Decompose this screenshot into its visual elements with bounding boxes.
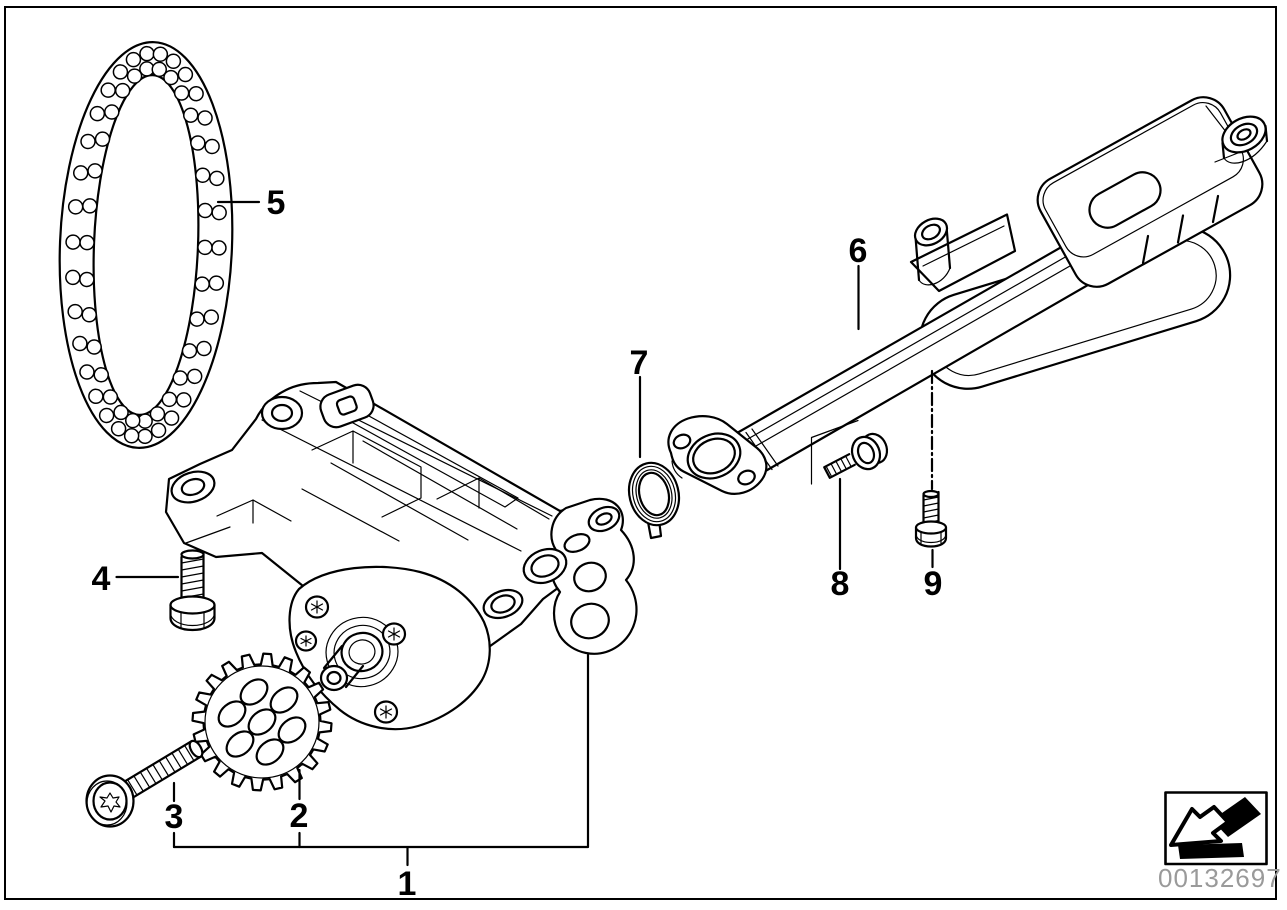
chain-roller <box>151 61 168 78</box>
chain-roller <box>88 388 104 405</box>
chain-roller <box>67 303 83 320</box>
oil-pump-part <box>164 380 638 731</box>
chain-roller <box>113 404 129 421</box>
chain-roller <box>181 343 198 359</box>
housing-screws <box>294 595 407 724</box>
suction-pipe-part <box>667 96 1269 495</box>
part-callout-8[interactable]: 8 <box>830 565 850 603</box>
chain-roller <box>137 428 153 445</box>
chain-roller <box>173 85 190 101</box>
chain-roller <box>190 135 206 151</box>
sealing-ring-part <box>627 461 681 540</box>
chain-roller <box>126 68 143 84</box>
chain-roller <box>80 133 96 150</box>
chain-roller <box>152 46 169 62</box>
direction-arrow-box <box>1164 791 1268 866</box>
part-callout-5[interactable]: 5 <box>266 184 286 222</box>
chain-roller <box>197 202 213 219</box>
chain-roller <box>194 276 210 292</box>
chain-roller <box>208 275 225 291</box>
chain-roller <box>82 198 98 214</box>
chain-roller <box>176 392 192 408</box>
part-callout-2[interactable]: 2 <box>289 797 309 835</box>
sprocket-part <box>191 652 333 792</box>
direction-arrow-icon <box>1169 797 1261 859</box>
chain-roller <box>165 53 182 70</box>
chain-roller <box>81 307 98 323</box>
chain-roller <box>194 167 211 183</box>
part-callout-6[interactable]: 6 <box>848 232 868 270</box>
chain-rollers <box>65 45 227 445</box>
part-callout-7[interactable]: 7 <box>629 344 649 382</box>
chain-roller <box>189 311 205 327</box>
chain-roller <box>72 165 89 181</box>
chain-roller <box>211 240 227 256</box>
image-id-number: 00132697 <box>1158 863 1282 893</box>
chain-roller <box>139 45 155 62</box>
chain-roller <box>110 420 127 437</box>
chain-roller <box>67 199 84 215</box>
chain-roller <box>79 364 95 380</box>
chain-roller <box>203 309 220 325</box>
chain-roller <box>102 389 119 405</box>
chain-roller <box>197 239 213 256</box>
chain-roller <box>186 368 203 385</box>
part-callout-3[interactable]: 3 <box>164 798 184 836</box>
chain-roller <box>72 335 88 352</box>
chain-roller <box>188 85 204 102</box>
chain-roller <box>204 138 220 155</box>
chain-roller <box>209 170 225 187</box>
bolt-part-3 <box>85 739 204 828</box>
part-callout-9[interactable]: 9 <box>923 565 943 603</box>
diagram-border <box>4 6 1277 900</box>
chain-roller <box>163 69 179 86</box>
bolt-part-9 <box>914 489 948 548</box>
chain-roller <box>182 107 199 123</box>
chain-roller <box>100 82 116 98</box>
chain-roller <box>114 82 131 99</box>
bolt-part-4 <box>169 549 216 632</box>
chain-roller <box>149 406 166 422</box>
chain-roller <box>93 367 110 383</box>
chain-roller <box>89 105 106 122</box>
chain-roller <box>172 370 188 386</box>
chain-roller <box>211 204 227 221</box>
chain-roller <box>98 407 115 424</box>
chain-roller <box>94 131 111 147</box>
chain-roller <box>161 391 178 408</box>
chain-roller <box>177 66 194 83</box>
callout-leader-lines <box>115 200 934 867</box>
chain-roller <box>79 271 95 288</box>
chain-roller <box>123 428 140 444</box>
chain-roller <box>86 339 102 355</box>
chain-roller <box>87 163 103 179</box>
part-callout-4[interactable]: 4 <box>91 560 111 598</box>
chain-roller <box>112 64 129 80</box>
chain-roller <box>104 104 120 120</box>
timing-chain-part <box>58 41 234 449</box>
chain-roller <box>125 51 142 68</box>
bolt-part-8 <box>810 419 889 485</box>
part-callout-1[interactable]: 1 <box>397 865 417 903</box>
chain-roller <box>65 234 81 250</box>
chain-roller <box>196 340 212 357</box>
chain-roller <box>150 422 167 439</box>
chain-roller <box>163 410 180 426</box>
chain-roller <box>124 412 141 429</box>
chain-roller <box>79 234 95 251</box>
chain-roller <box>65 269 81 286</box>
chain-roller <box>197 110 213 126</box>
